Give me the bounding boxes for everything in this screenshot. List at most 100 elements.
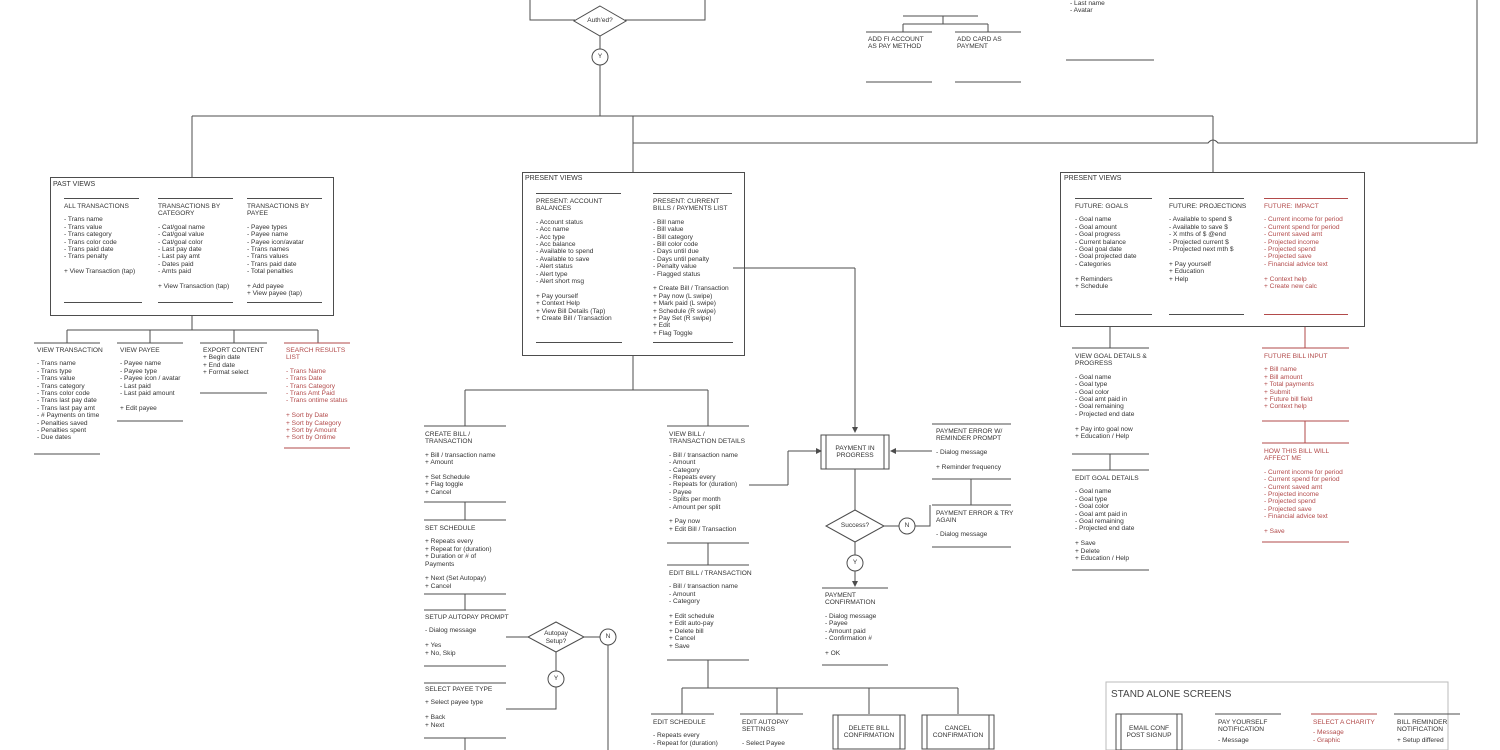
card-line: + Bill amount <box>1264 373 1303 381</box>
edit-bill-card[interactable]: EDIT BILL / TRANSACTION - Bill / transac… <box>669 570 752 650</box>
card-line: + Create new calc <box>1264 283 1317 291</box>
card-line: - Account status <box>536 218 583 226</box>
card-line: - Categories <box>1075 260 1111 268</box>
card-line: - Projected end date <box>1075 525 1135 533</box>
card-lines: - Bill / transaction name- Amount- Categ… <box>669 452 745 533</box>
view-bill-card[interactable]: VIEW BILL /TRANSACTION DETAILS - Bill / … <box>669 431 746 533</box>
card-line: + Save <box>1264 528 1285 536</box>
card-line: + Context help <box>1264 275 1307 283</box>
future-bill-input-card[interactable]: FUTURE BILL INPUT + Bill name+ Bill amou… <box>1264 353 1328 411</box>
future-card-projections[interactable]: FUTURE: PROJECTIONS - Available to spend… <box>1169 198 1246 315</box>
card-line: - Trans category <box>64 231 112 239</box>
export-content-card[interactable]: EXPORT CONTENT + Begin date+ End date+ F… <box>203 347 264 377</box>
card-line <box>158 276 229 283</box>
card-line: - Available to save <box>536 255 590 263</box>
view-transaction-card[interactable]: VIEW TRANSACTION - Trans name- Trans typ… <box>37 347 103 442</box>
set-schedule-card[interactable]: SET SCHEDULE + Repeats every+ Repeat for… <box>425 525 492 590</box>
card-line: - Available to spend $ <box>1169 216 1232 224</box>
card-line: + Amount <box>425 459 454 467</box>
card-line: - Projected spend <box>1264 246 1316 254</box>
payee-type-card[interactable]: SELECT PAYEE TYPE + Select payee type+ B… <box>425 686 493 729</box>
card-lines: - Current income for period- Current spe… <box>1264 469 1343 536</box>
card-line: - Alert type <box>536 270 568 278</box>
future-card-impact[interactable]: FUTURE: IMPACT - Current income for peri… <box>1264 198 1348 315</box>
card-line: - Payee icon/avatar <box>247 238 304 246</box>
card-line: - Trans value <box>64 223 103 231</box>
card-line: - Total penalties <box>247 268 294 276</box>
create-bill-card[interactable]: CREATE BILL /TRANSACTION + Bill / transa… <box>425 431 496 496</box>
card-line: - Last paid amount <box>120 390 175 398</box>
auth-yes-label: Y <box>597 53 603 60</box>
card-line: - Goal name <box>1075 216 1112 224</box>
card-line: - Trans values <box>247 253 289 261</box>
card-line: - Projected save <box>1264 253 1312 261</box>
card-line: + End date <box>203 361 236 369</box>
card-line <box>425 568 492 575</box>
card-line <box>425 635 509 642</box>
card-line: + Duration or # of <box>425 553 477 561</box>
card-line: + Context Help <box>536 300 580 308</box>
card-line: - Trans names <box>247 246 290 254</box>
card-line: + Sort by Category <box>286 419 342 427</box>
card-line: + Setup differed <box>1397 736 1444 744</box>
card-lines: + Begin date+ End date+ Format select <box>203 354 264 376</box>
card-line: - Projected end date <box>1075 410 1135 418</box>
card-line <box>669 511 745 518</box>
add-fi-account-card[interactable]: ADD FI ACCOUNT AS PAY METHOD <box>868 36 924 51</box>
card-line: - Projected spend <box>1264 498 1316 506</box>
card-line: - Bill / transaction name <box>669 451 738 459</box>
card-lines: - Message- Graphic <box>1313 729 1375 744</box>
future-card-goals[interactable]: FUTURE: GOALS - Goal name- Goal amount- … <box>1075 198 1152 315</box>
card-line: - Trans category <box>37 382 85 390</box>
card-line: - Goal projected date <box>1075 253 1137 261</box>
edit-goal-card[interactable]: EDIT GOAL DETAILS - Goal name- Goal type… <box>1075 475 1139 563</box>
card-line: - Goal amount <box>1075 223 1117 231</box>
select-charity-card[interactable]: SELECT A CHARITY - Message- Graphic <box>1313 719 1375 744</box>
card-line: + Bill / transaction name <box>425 451 496 459</box>
card-lines: + Bill / transaction name+ Amount+ Set S… <box>425 452 496 496</box>
card-lines: - Payee types- Payee name- Payee icon/av… <box>247 224 309 298</box>
edit-schedule-card[interactable]: EDIT SCHEDULE - Repeats every- Repeat fo… <box>653 719 718 747</box>
card-line: - Goal amt paid in <box>1075 396 1128 404</box>
card-lines: - Repeats every- Repeat for (duration) <box>653 732 718 747</box>
card-line: - Trans last pay date <box>37 397 97 405</box>
card-line: + Bill name <box>1264 366 1297 374</box>
add-card-card[interactable]: ADD CARD AS PAYMENT <box>957 36 1002 51</box>
card-line: + Save <box>1075 540 1096 548</box>
auth-decision-label: Auth'ed? <box>587 17 613 24</box>
view-payee-card[interactable]: VIEW PAYEE - Payee name- Payee type- Pay… <box>120 347 181 412</box>
card-line: - Alert status <box>536 263 573 271</box>
card-line: - Repeats for (duration) <box>669 481 738 489</box>
card-lines: - Trans name- Trans type- Trans value- T… <box>37 360 103 441</box>
card-line: - Message <box>1313 729 1344 737</box>
card-line: - Dates paid <box>158 260 194 268</box>
future-views-group <box>1060 172 1365 327</box>
goal-details-card[interactable]: VIEW GOAL DETAILS &PROGRESS - Goal name-… <box>1075 353 1147 441</box>
past-card-all-transactions[interactable]: ALL TRANSACTIONS - Trans name- Trans val… <box>64 198 142 303</box>
card-line <box>653 278 729 285</box>
card-line: + Schedule <box>1075 283 1109 291</box>
card-line: + Education / Help <box>1075 433 1130 441</box>
autopay-prompt-card[interactable]: SETUP AUTOPAY PROMPT - Dialog message+ Y… <box>425 614 509 657</box>
card-lines: - Account status- Acc name- Acc type- Ac… <box>536 219 612 323</box>
card-line: + Reminder frequency <box>936 463 1002 471</box>
card-lines: - Trans Name- Trans Date- Trans Category… <box>286 368 348 442</box>
card-line: + Select payee type <box>425 699 484 707</box>
card-line: - Payee name <box>247 231 289 239</box>
payment-error-reminder-card[interactable]: PAYMENT ERROR W/REMINDER PROMPT - Dialog… <box>936 428 1003 471</box>
